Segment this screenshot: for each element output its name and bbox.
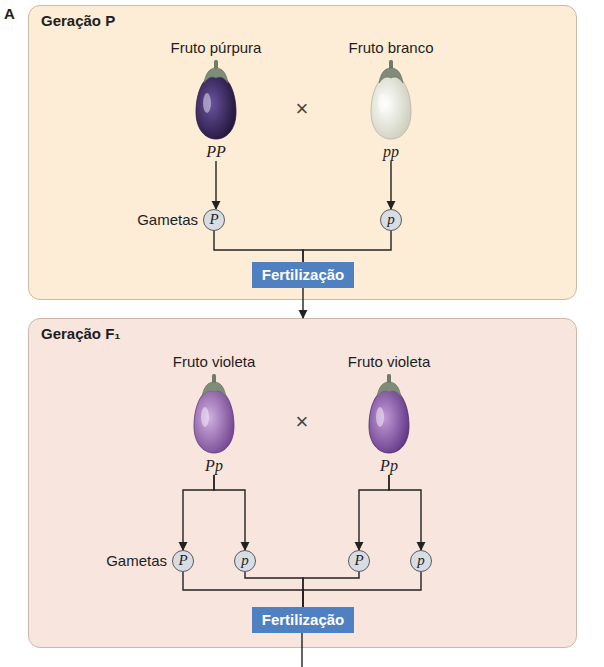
allele-letter: P <box>173 551 193 570</box>
eggplant-illustration <box>364 373 414 455</box>
eggplant-illustration <box>366 59 416 141</box>
fruit-label: Fruto violeta <box>348 353 431 371</box>
gamete-circle: p <box>410 550 432 572</box>
eggplant-illustration <box>191 59 241 141</box>
connector-arrow <box>303 572 421 607</box>
process-box: Fertilização <box>252 607 355 633</box>
connector-arrow <box>245 572 303 607</box>
fruit-highlight <box>203 93 211 113</box>
fruit-calyx <box>202 382 226 397</box>
connector-arrow <box>359 475 389 550</box>
connector-arrow <box>303 572 359 607</box>
gamete-circle: P <box>172 550 194 572</box>
genotype-label: pp <box>383 143 399 161</box>
allele-letter: P <box>349 551 369 570</box>
genotype-label: Pp <box>380 457 398 475</box>
genotype-label: Pp <box>205 457 223 475</box>
process-label: Fertilização <box>262 266 345 284</box>
process-label: Fertilização <box>262 611 345 629</box>
connector-arrow <box>183 475 214 550</box>
gamete-circle: P <box>348 550 370 572</box>
fruit-figure: Fruto violetaPp <box>149 353 279 475</box>
continuation-line <box>301 632 302 667</box>
fruit-body <box>369 389 409 453</box>
panel-heading: Geração P <box>41 12 115 30</box>
allele-letter: P <box>204 210 224 229</box>
connector-arrow <box>214 475 245 550</box>
fruit-body <box>371 75 411 139</box>
connector-arrow <box>389 475 421 550</box>
connector-arrow <box>303 231 391 262</box>
process-box: Fertilização <box>252 262 355 288</box>
panel-heading: Geração F₁ <box>41 325 121 343</box>
fruit-label: Fruto púrpura <box>171 39 262 57</box>
eggplant-illustration <box>189 373 239 455</box>
gamete-circle: p <box>234 550 256 572</box>
connector-arrow <box>390 161 391 209</box>
fruit-highlight <box>376 407 384 427</box>
generation-panel: Geração F₁Fruto violetaPpFruto violetaPp… <box>28 318 577 648</box>
fruit-body <box>194 389 234 453</box>
connector-arrow <box>183 572 303 607</box>
gamete-label: Gametas <box>137 210 198 229</box>
cross-symbol: × <box>296 96 309 122</box>
fruit-figure: Fruto branco pp <box>326 39 456 161</box>
fruit-figure: Fruto violetaPp <box>324 353 454 475</box>
allele-letter: p <box>235 551 255 570</box>
fruit-calyx <box>204 68 228 83</box>
gamete-label: Gametas <box>106 551 167 570</box>
fruit-calyx <box>379 68 403 83</box>
gamete-circle: p <box>380 209 402 231</box>
fruit-body <box>196 75 236 139</box>
connector-arrow <box>302 288 303 318</box>
generation-panel: Geração P Fruto púrpuraPP Fruto branco ppPp… <box>28 5 577 300</box>
fruit-label: Fruto violeta <box>173 353 256 371</box>
genotype-label: PP <box>206 143 226 161</box>
fruit-figure: Fruto púrpuraPP <box>151 39 281 161</box>
fruit-highlight <box>378 93 386 113</box>
fruit-calyx <box>377 382 401 397</box>
allele-letter: p <box>411 551 431 570</box>
fruit-label: Fruto branco <box>348 39 433 57</box>
gamete-circle: P <box>203 209 225 231</box>
fruit-highlight <box>201 407 209 427</box>
figure-letter: A <box>4 4 15 23</box>
connector-arrow <box>214 231 303 262</box>
cross-symbol: × <box>296 409 309 435</box>
allele-letter: p <box>381 210 401 229</box>
connector-arrow <box>215 161 216 209</box>
